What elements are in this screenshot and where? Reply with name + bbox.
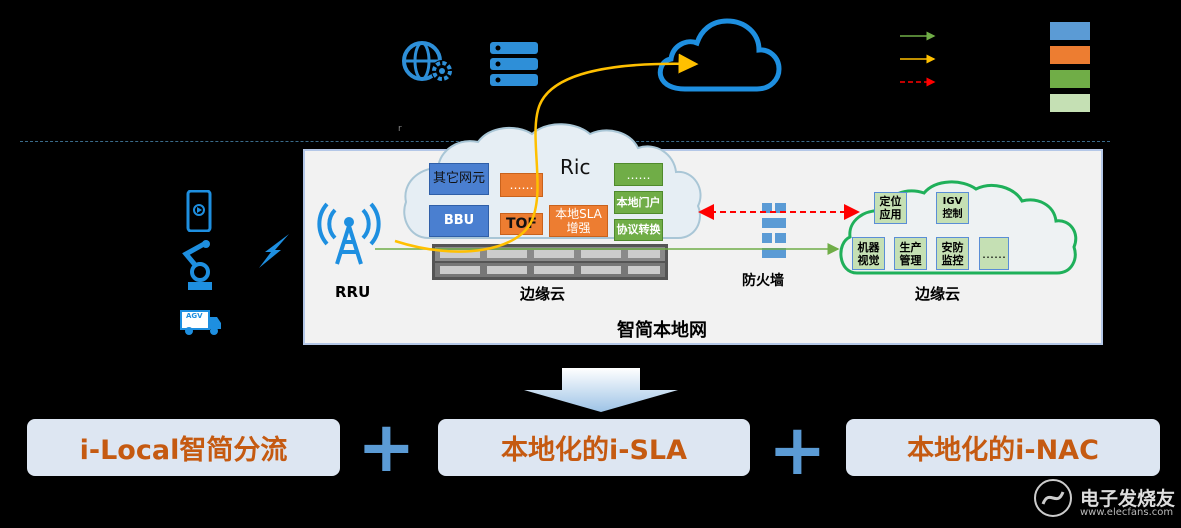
bottom-item-inac: 本地化的i-NAC — [846, 419, 1160, 476]
edge-cloud-1-label: 边缘云 — [520, 285, 566, 303]
edge-cloud-2-label: 边缘云 — [915, 285, 961, 303]
robot-arm-icon — [182, 240, 212, 290]
bottom-item-isla: 本地化的i-SLA — [438, 419, 750, 476]
box-machine-vision: 机器 视觉 — [852, 237, 885, 270]
agv-truck-icon — [180, 310, 221, 335]
stray-mark: r — [398, 124, 402, 134]
box-other-ne: 其它网元 — [429, 163, 489, 195]
watermark-title: 电子发烧友 — [1080, 488, 1176, 510]
legend-arrows — [900, 31, 936, 87]
box-igv: IGV 控制 — [936, 192, 969, 224]
box-local-portal: 本地门户 — [614, 191, 663, 214]
wireless-bolt-icon — [259, 234, 289, 268]
legend-swatch-blue — [1050, 22, 1090, 40]
firewall-label: 防火墙 — [742, 273, 784, 289]
box-bbu: BBU — [429, 205, 489, 237]
rru-label: RRU — [335, 283, 371, 301]
box-production: 生产 管理 — [894, 237, 927, 270]
globe-gear-icon — [402, 41, 453, 82]
plus-icon-1: + — [357, 406, 416, 488]
down-arrow — [524, 368, 678, 412]
watermark-url: www.elecfans.com — [1080, 507, 1174, 518]
network-title: 智简本地网 — [617, 320, 707, 341]
box-protocol-conv: 协议转换 — [614, 219, 663, 241]
legend-swatch-green — [1050, 70, 1090, 88]
antenna-icon — [317, 202, 381, 265]
yellow-data-path — [394, 53, 699, 253]
box-dots-2: …… — [979, 237, 1009, 270]
plus-icon-2: + — [768, 409, 827, 491]
phone-icon — [186, 190, 212, 232]
server-icon — [490, 42, 538, 86]
box-security: 安防 监控 — [936, 237, 969, 270]
legend-swatch-lightgreen — [1050, 94, 1090, 112]
legend-swatch-orange — [1050, 46, 1090, 64]
agv-label: AGV — [186, 312, 203, 320]
cloud-icon — [657, 18, 782, 92]
box-dots-green: …… — [614, 163, 663, 186]
box-local-sla: 本地SLA 增强 — [549, 205, 608, 237]
box-dots-orange: …… — [500, 173, 543, 197]
bottom-item-ilocal: i-Local智简分流 — [27, 419, 340, 476]
ric-label: Ric — [560, 155, 591, 179]
box-positioning: 定位 应用 — [874, 192, 907, 224]
elecfans-logo-icon — [1034, 479, 1072, 517]
